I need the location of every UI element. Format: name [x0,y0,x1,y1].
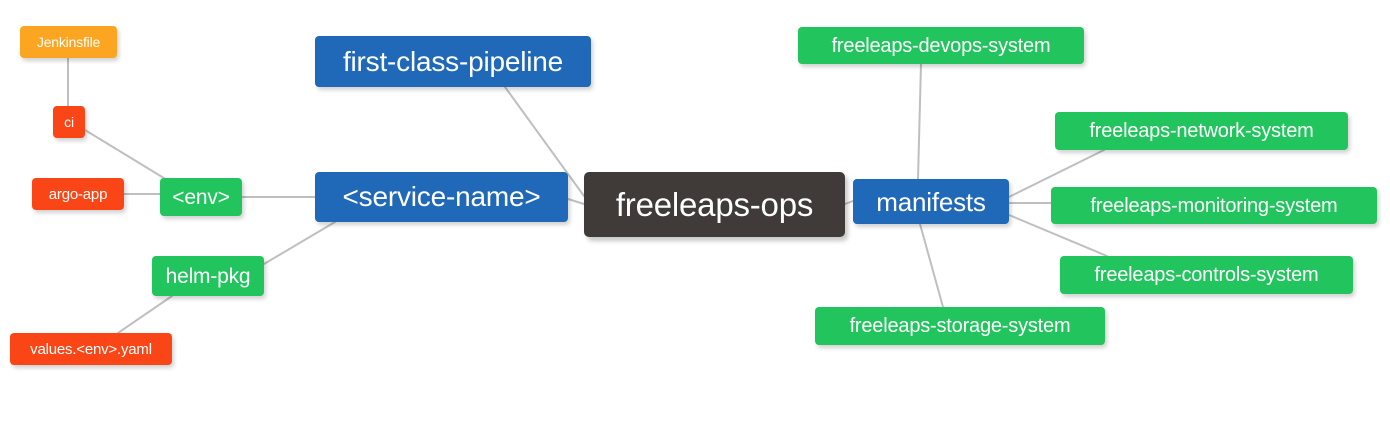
node-helm-pkg[interactable]: helm-pkg [152,256,264,296]
node-root[interactable]: freeleaps-ops [584,172,845,237]
node-jenkinsfile[interactable]: Jenkinsfile [20,26,117,58]
edge-helm-pkg-to-values-env-yaml [117,295,173,334]
node-first-class-pipeline[interactable]: first-class-pipeline [315,36,591,87]
node-manifests[interactable]: manifests [853,179,1009,224]
node-freeleaps-devops-system[interactable]: freeleaps-devops-system [798,27,1084,64]
node-values-env-yaml[interactable]: values.<env>.yaml [10,333,172,365]
edge-manifests-to-freeleaps-storage-system [919,223,944,308]
node-argo-app[interactable]: argo-app [32,178,124,210]
node-env[interactable]: <env> [160,178,242,216]
edge-manifests-to-freeleaps-devops-system [917,63,922,180]
node-freeleaps-storage-system[interactable]: freeleaps-storage-system [815,307,1105,345]
edge-root-to-service-name [567,198,585,205]
edge-service-name-to-helm-pkg [263,221,336,265]
edge-root-to-manifests [844,200,854,205]
edge-env-to-ci [84,129,173,184]
node-freeleaps-monitoring-system[interactable]: freeleaps-monitoring-system [1051,187,1377,224]
node-freeleaps-controls-system[interactable]: freeleaps-controls-system [1060,256,1353,294]
node-service-name[interactable]: <service-name> [315,172,568,222]
node-freeleaps-network-system[interactable]: freeleaps-network-system [1055,112,1348,150]
node-ci[interactable]: ci [53,106,85,138]
